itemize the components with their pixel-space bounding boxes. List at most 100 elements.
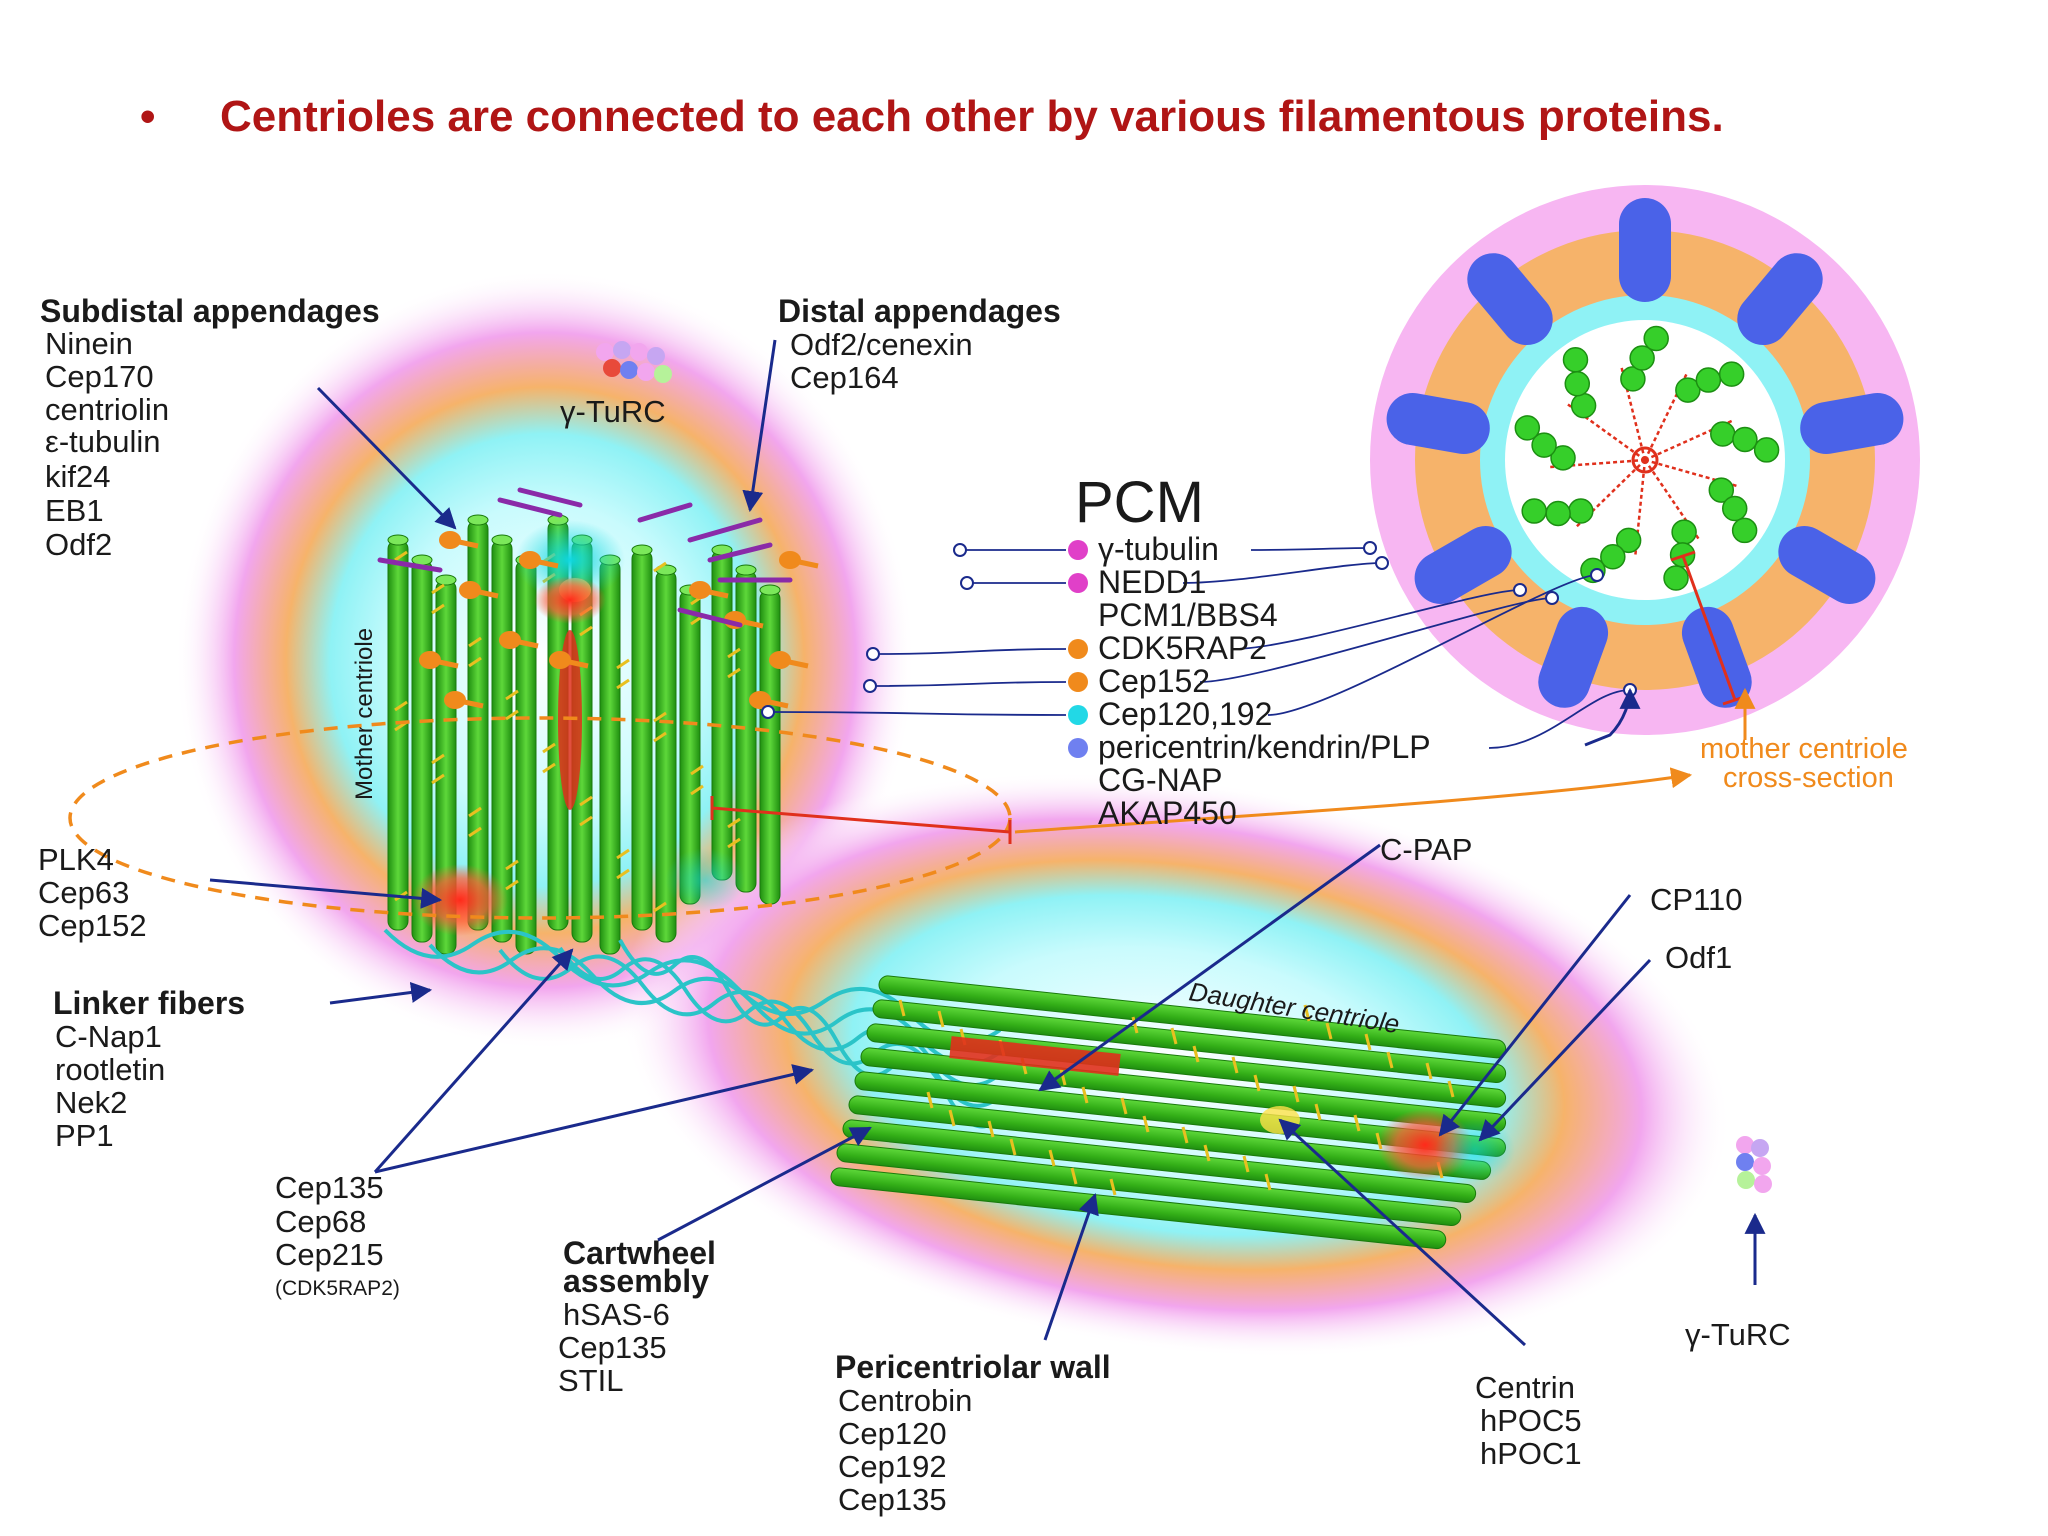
tubule-linker <box>1181 1126 1189 1144</box>
cep135-item: Cep135 <box>275 1170 384 1205</box>
tubule-linker <box>1325 1022 1333 1040</box>
tubule-linker <box>727 667 741 679</box>
tubule-linker <box>1142 1115 1150 1133</box>
daughter-microtubule <box>872 999 1507 1083</box>
tubule-linker <box>1314 1103 1322 1121</box>
tubule-linker <box>431 603 445 615</box>
cross-section-label-line: cross-section <box>1723 762 1894 794</box>
microtubule-bead <box>1731 517 1758 544</box>
tubule-linker <box>542 742 556 754</box>
tubule-linker <box>579 815 593 827</box>
tubule-linker <box>898 999 906 1017</box>
microtubule-bead <box>1675 377 1701 403</box>
tubule-linker <box>431 773 445 785</box>
cross-section-blades <box>1386 198 1904 708</box>
subdistal-appendage-stalk <box>469 587 499 599</box>
bullet-dot: • <box>140 92 156 141</box>
centrin-group: Centrin hPOC5 hPOC1 <box>1475 1370 1582 1471</box>
tubule-linker <box>1242 1155 1250 1173</box>
microtubule-bead <box>1710 421 1736 447</box>
centrin-item: hPOC1 <box>1480 1436 1582 1471</box>
pcm-connector-end <box>953 543 967 557</box>
tubule-linker <box>653 561 667 573</box>
cep135-item: Cep68 <box>275 1204 366 1239</box>
tubule-linker <box>1203 1144 1211 1162</box>
distal-appendage <box>707 542 773 563</box>
microtubule-bead <box>1620 366 1646 392</box>
microtubule-bead <box>1531 432 1557 458</box>
cross-section-blade <box>1538 606 1609 708</box>
subdistal-item: Ninein <box>45 326 133 361</box>
microtubule-bead <box>1514 415 1541 441</box>
subdistal-appendage-stalk <box>529 557 559 569</box>
mother-microtubule <box>711 549 733 881</box>
distal-appendage <box>377 557 443 573</box>
tubule-linker <box>542 762 556 774</box>
tubule-linker <box>1253 1074 1261 1092</box>
tubule-linker <box>579 795 593 807</box>
pcm-connector-line <box>1267 574 1598 716</box>
tubule-linker <box>468 806 482 818</box>
tubule-linker <box>653 731 667 743</box>
linker-item: Nek2 <box>55 1085 127 1120</box>
pcm-item: CG-NAP <box>1098 762 1222 798</box>
pcm-item: Cep152 <box>1098 663 1210 699</box>
subdistal-item: kif24 <box>45 459 110 494</box>
tubule-linker <box>616 678 630 690</box>
daughter-microtubule <box>830 1167 1447 1250</box>
microtubule-bead <box>1521 498 1547 524</box>
microtubule-bead <box>1732 426 1758 453</box>
tubule-linker <box>431 583 445 595</box>
tubule-linker <box>1048 1149 1056 1167</box>
tubule-linker <box>1109 1178 1117 1196</box>
mother-microtubule <box>759 589 781 905</box>
cross-section-blade <box>1778 526 1876 604</box>
pcm-connector-end <box>1375 556 1389 570</box>
plk4-item: Cep63 <box>38 875 129 910</box>
pericentriolar-item: Cep192 <box>838 1449 947 1484</box>
tubule-linker <box>468 826 482 838</box>
pcm-item: Cep120,192 <box>1098 696 1272 732</box>
pcm-item: PCM1/BBS4 <box>1098 597 1278 633</box>
tubule-linker <box>394 550 408 562</box>
cross-section-label: mother centriole cross-section <box>1700 733 1908 794</box>
distal-item: Cep164 <box>790 360 899 395</box>
distal-appendage <box>517 487 583 508</box>
microtubule-bead <box>1600 544 1626 570</box>
distal-title: Distal appendages <box>778 293 1061 329</box>
cross-section-blade <box>1681 606 1752 708</box>
tubule-linker <box>1120 1097 1128 1115</box>
pcm-title: PCM <box>1075 470 1204 535</box>
mother-microtubule <box>599 559 621 955</box>
microtubule-bead <box>1721 495 1748 522</box>
subdistal-appendage-stalk <box>789 557 819 569</box>
tubule-linker <box>505 859 519 871</box>
microtubule-end <box>759 584 781 596</box>
microtubule-bead <box>1708 477 1735 503</box>
pcm-color-dot <box>1068 540 1088 560</box>
tubule-linker <box>1303 1004 1311 1022</box>
microtubule-bead <box>1564 370 1591 397</box>
distal-appendage <box>637 502 693 523</box>
odf1-label: Odf1 <box>1665 940 1732 975</box>
cartwheel-item: Cep135 <box>558 1330 667 1365</box>
microtubule-end <box>735 564 757 576</box>
tubule-linker <box>505 689 519 701</box>
tubule-linker <box>431 753 445 765</box>
bullet-text: Centrioles are connected to each other b… <box>220 92 1724 141</box>
tubule-linker <box>1231 1056 1239 1074</box>
pcm-connector-line <box>1488 689 1631 749</box>
plk4-group: PLK4 Cep63 Cep152 <box>38 842 147 943</box>
subdistal-item: ε-tubulin <box>45 424 161 459</box>
subdistal-appendage-stalk <box>699 587 729 599</box>
distal-appendage <box>677 607 743 628</box>
subdistal-appendage-stalk <box>509 637 539 649</box>
microtubule-end <box>387 534 409 546</box>
microtubule-bead <box>1545 500 1571 527</box>
tubule-linker <box>616 658 630 670</box>
pcm-item: CDK5RAP2 <box>1098 630 1267 666</box>
tubule-linker <box>727 837 741 849</box>
tubule-linker <box>1009 1138 1017 1156</box>
mother-centriole-label: Mother centriole <box>351 628 378 800</box>
mother-microtubule <box>631 549 653 931</box>
